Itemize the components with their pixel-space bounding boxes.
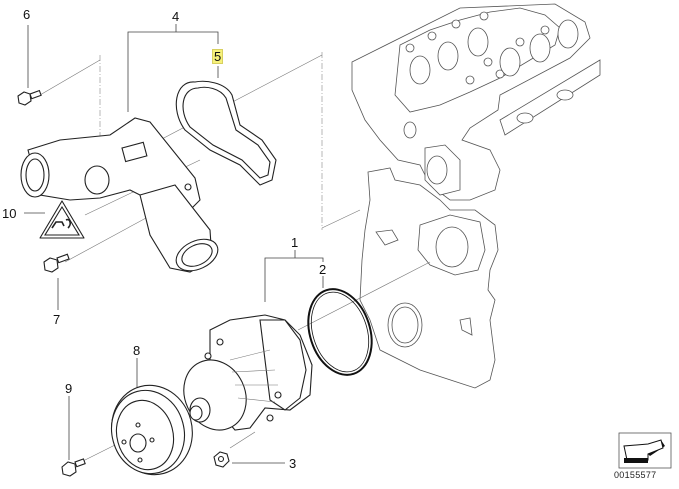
- callout-7: 7: [53, 312, 61, 327]
- callout-leaders: [24, 24, 324, 464]
- pulley-8: [111, 384, 193, 476]
- bolt-9: [61, 458, 86, 477]
- callout-8: 8: [133, 343, 141, 358]
- view-direction-symbol: [618, 432, 672, 469]
- engine-block-drawing: [351, 3, 601, 389]
- catalog-number: 00155577: [614, 470, 657, 480]
- callout-6: 6: [23, 7, 31, 22]
- callout-1: 1: [291, 235, 299, 250]
- callout-3: 3: [289, 456, 297, 471]
- bolt-6: [17, 89, 42, 106]
- callout-10: 10: [2, 206, 17, 221]
- callout-2: 2: [319, 262, 327, 277]
- callout-4: 4: [172, 9, 180, 24]
- callout-9: 9: [65, 381, 73, 396]
- warning-label-10: [39, 200, 85, 239]
- nut-3: [213, 451, 230, 468]
- bolt-7: [43, 253, 70, 273]
- callout-5-highlighted: 5: [211, 49, 224, 64]
- gasket-5: [175, 80, 277, 186]
- o-ring-2: [307, 288, 373, 376]
- water-pump-1: [183, 314, 313, 431]
- thermostat-housing-4: [20, 117, 219, 273]
